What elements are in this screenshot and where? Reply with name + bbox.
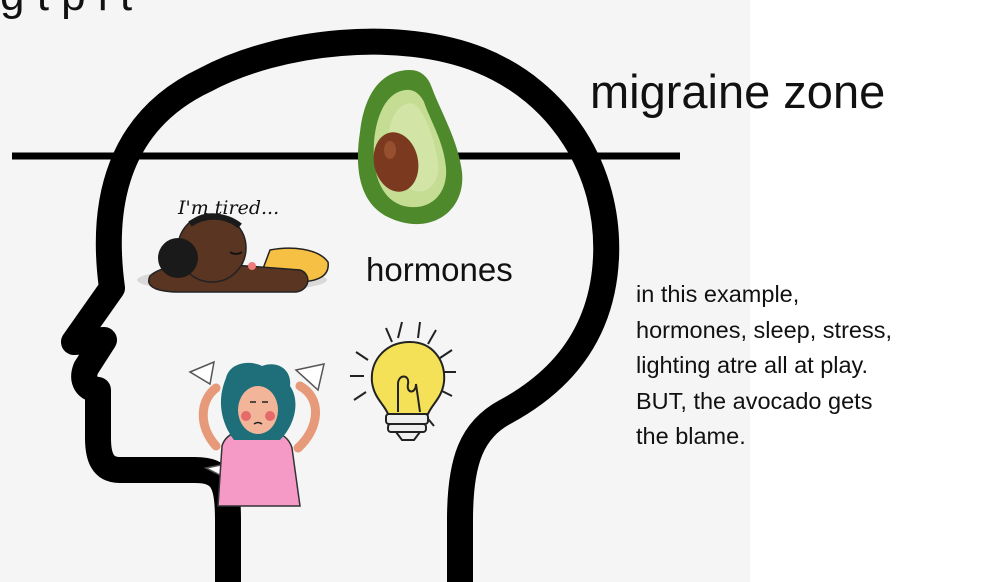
thought-bubble-text: I'm tired... <box>178 196 279 220</box>
caption-line: hormones, sleep, stress, <box>636 313 986 349</box>
caption-line: the blame. <box>636 419 986 455</box>
avocado-icon <box>358 70 462 224</box>
lightbulb-icon <box>350 322 456 440</box>
sleeping-person-icon <box>137 214 328 292</box>
caption-line: BUT, the avocado gets <box>636 384 986 420</box>
hormones-label: hormones <box>366 248 513 292</box>
caption-line: lighting atre all at play. <box>636 348 986 384</box>
head-silhouette <box>74 42 606 582</box>
caption-block: in this example, hormones, sleep, stress… <box>636 277 986 455</box>
migraine-zone-title: migraine zone <box>590 62 885 122</box>
caption-line: in this example, <box>636 277 986 313</box>
